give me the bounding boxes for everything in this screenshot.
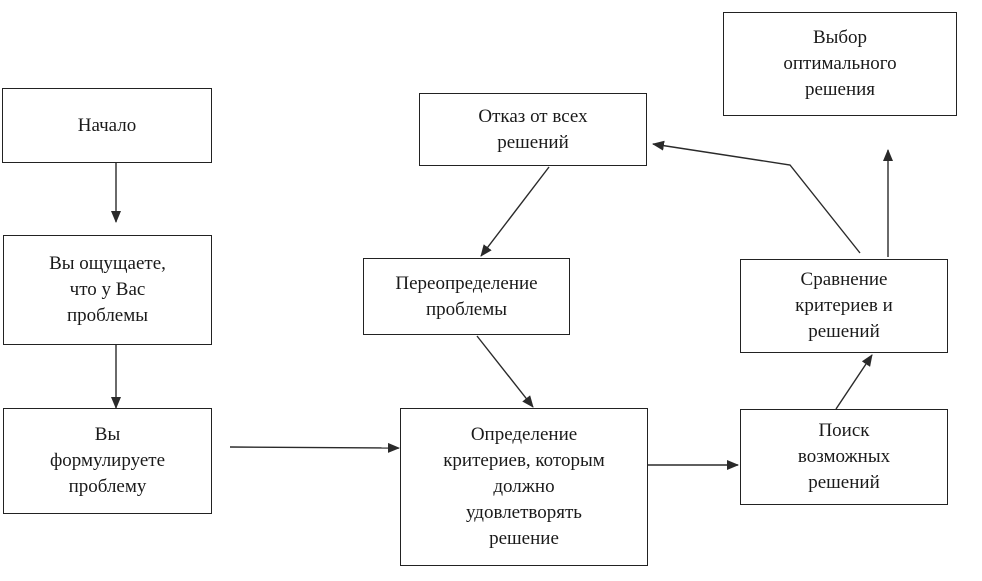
node-reject-all-label: Отказ от всех решений [478, 105, 588, 153]
node-reject-all: Отказ от всех решений [419, 93, 647, 166]
edge-redefine-to-define-criteria [476, 335, 534, 408]
edge-compare-to-reject-all [652, 140, 861, 254]
node-choose-optimal-label: Выбор оптимального решения [783, 27, 897, 100]
node-start-label: Начало [77, 114, 137, 136]
node-start: Начало [2, 88, 212, 163]
node-search-solutions-label: Поиск возможных решений [797, 420, 891, 493]
node-compare: Сравнение критериев и решений [740, 259, 948, 353]
edge-reject-all-to-redefine [480, 166, 550, 257]
edge-formulate-to-define-criteria [229, 442, 400, 453]
node-search-solutions: Поиск возможных решений [740, 409, 948, 505]
node-formulate-label: Вы формулируете проблему [49, 424, 166, 497]
node-formulate: Вы формулируете проблему [3, 408, 212, 514]
node-define-criteria-label: Определение критериев, которым должно уд… [443, 424, 605, 549]
node-define-criteria: Определение критериев, которым должно уд… [400, 408, 648, 566]
edge-search-to-compare [835, 354, 873, 410]
node-redefine-label: Переопределение проблемы [395, 272, 538, 320]
node-feel-problem: Вы ощущаете, что у Вас проблемы [3, 235, 212, 345]
node-choose-optimal: Выбор оптимального решения [723, 12, 957, 116]
node-redefine: Переопределение проблемы [363, 258, 570, 335]
node-compare-label: Сравнение критериев и решений [795, 269, 893, 342]
node-feel-problem-label: Вы ощущаете, что у Вас проблемы [49, 253, 166, 326]
